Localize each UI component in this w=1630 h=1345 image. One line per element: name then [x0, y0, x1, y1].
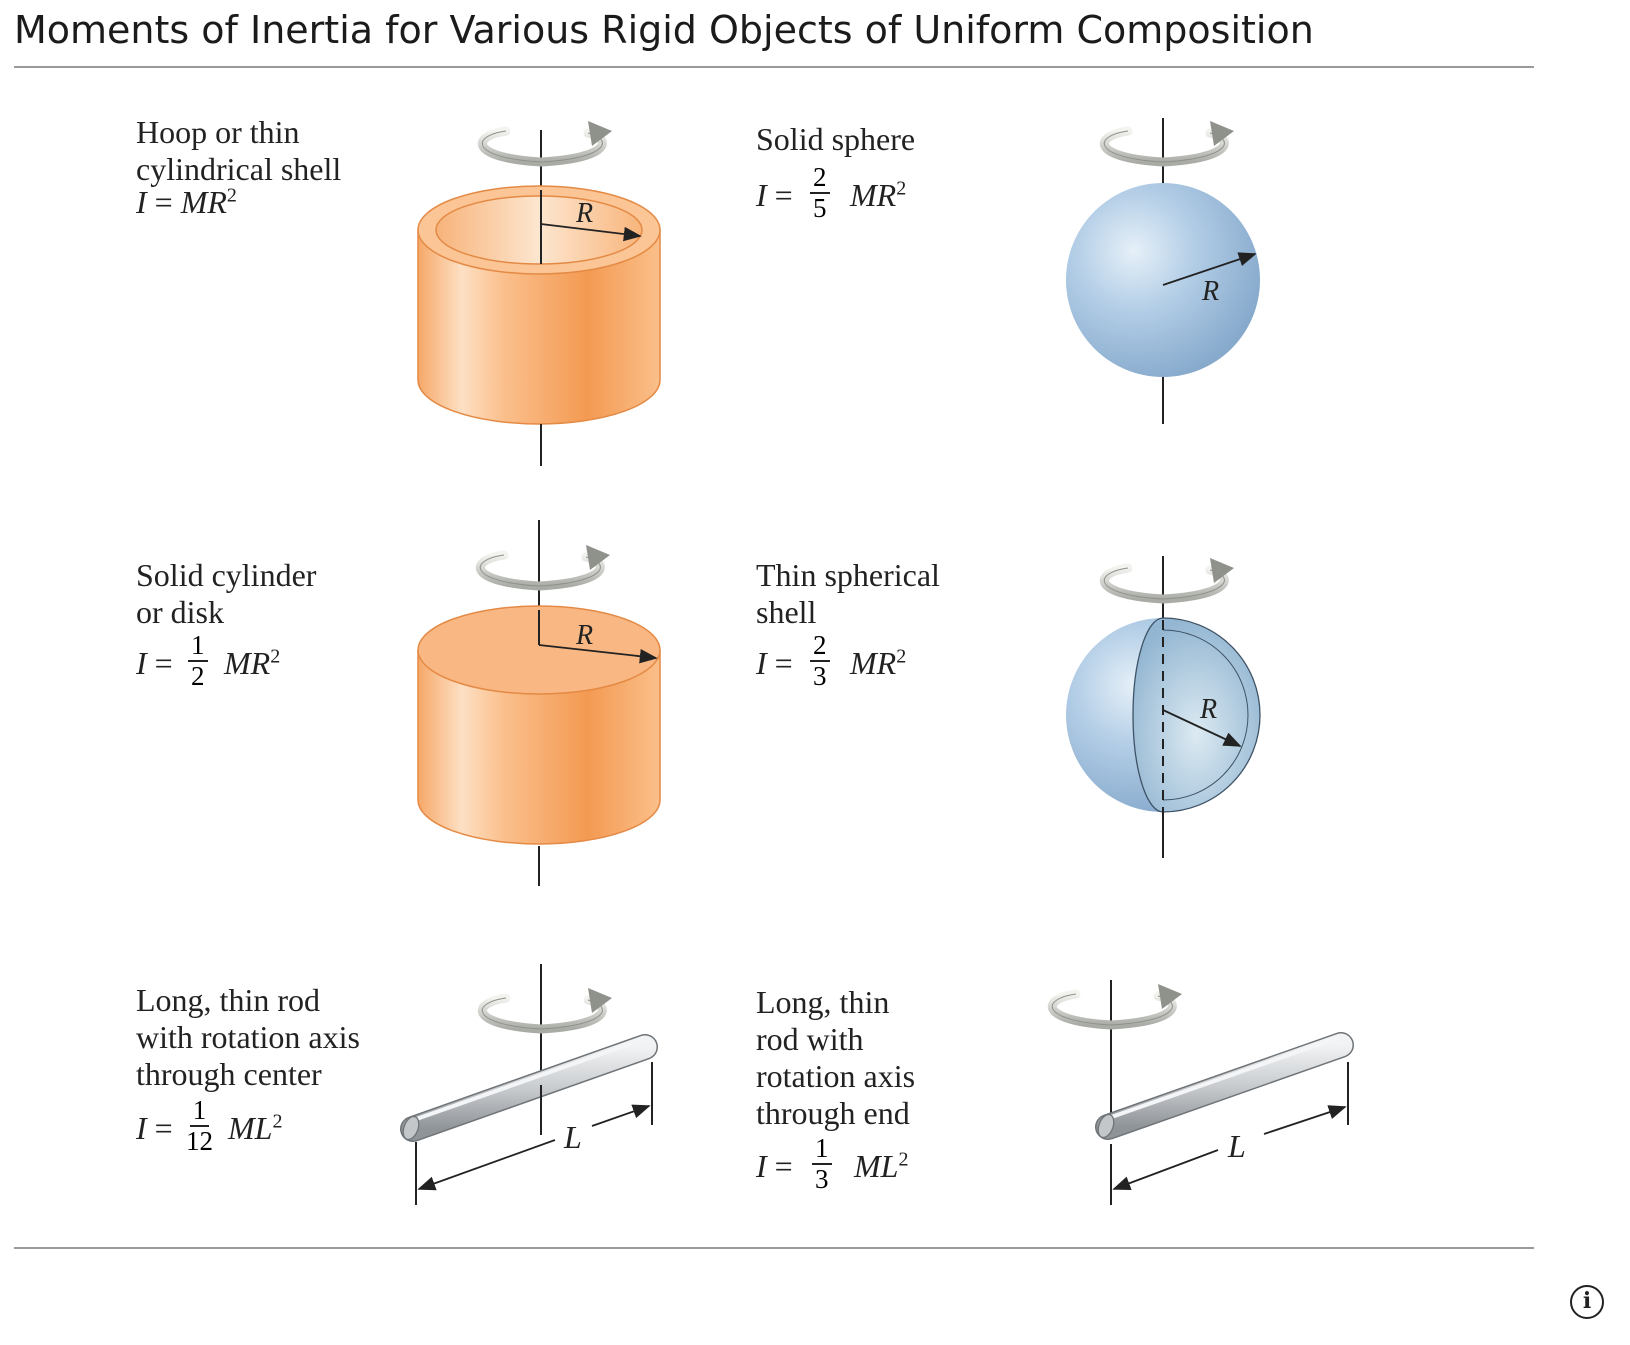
label-line: with rotation axis — [136, 1019, 360, 1055]
formula-rhs-solid-cylinder: MR2 — [224, 645, 281, 681]
dimension-label-rod-end: L — [1227, 1128, 1246, 1164]
label-rod-end: Long, thin rod with rotation axis throug… — [756, 984, 915, 1132]
label-line: rotation axis — [756, 1058, 916, 1094]
formula-rod-center: I = — [136, 1110, 173, 1146]
formula-rod-end: I = — [756, 1148, 793, 1184]
label-line: Long, thin rod — [136, 982, 320, 1018]
label-line: Solid sphere — [756, 121, 916, 157]
dimension-label-hoop: R — [575, 198, 593, 229]
solid-cylinder-figure: R — [417, 520, 661, 886]
rotation-arrow-icon — [475, 545, 610, 591]
label-line: Thin spherical — [756, 557, 940, 593]
formula-rhs-rod-center: ML2 — [228, 1110, 283, 1146]
label-solid-sphere: Solid sphere — [756, 121, 915, 158]
formula-thin-spherical-shell: I = — [756, 645, 793, 681]
top-rule — [14, 66, 1534, 68]
label-rod-center: Long, thin rod with rotation axis throug… — [136, 982, 360, 1093]
rotation-arrow-icon — [477, 121, 612, 167]
label-thin-spherical-shell: Thin spherical shell — [756, 557, 940, 631]
formula-solid-cylinder: I = — [136, 645, 173, 681]
formula-rhs-solid-sphere: MR2 — [850, 177, 907, 213]
rotation-arrow-icon — [1099, 558, 1234, 604]
label-line: Hoop or thin — [136, 114, 300, 150]
label-line: through center — [136, 1056, 322, 1092]
rotation-arrow-icon — [477, 988, 612, 1034]
formula-solid-sphere: I = — [756, 177, 793, 213]
info-icon[interactable]: i — [1570, 1285, 1604, 1319]
label-solid-cylinder: Solid cylinder or disk — [136, 557, 316, 631]
label-line: rod with — [756, 1021, 864, 1057]
rotation-arrow-icon — [1047, 984, 1182, 1030]
label-line: or disk — [136, 594, 224, 630]
rod-end-figure: L — [1047, 980, 1354, 1205]
dimension-label-rod-center: L — [563, 1119, 582, 1155]
dimension-label-solid-sphere: R — [1201, 276, 1219, 307]
label-line: through end — [756, 1095, 910, 1131]
formula-rhs-thin-spherical-shell: MR2 — [850, 645, 907, 681]
label-line: shell — [756, 594, 817, 630]
rod-center-figure: L — [400, 964, 658, 1205]
thin-spherical-shell-figure: R — [1066, 556, 1261, 858]
dimension-label-solid-cylinder: R — [575, 620, 593, 651]
label-line: Solid cylinder — [136, 557, 317, 593]
rotation-arrow-icon — [1099, 121, 1234, 167]
solid-sphere-figure: R — [1066, 118, 1260, 424]
bottom-rule — [14, 1247, 1534, 1249]
formula-rhs-rod-end: ML2 — [854, 1148, 909, 1184]
page-title: Moments of Inertia for Various Rigid Obj… — [14, 8, 1314, 52]
dimension-label-thin-spherical-shell: R — [1199, 694, 1217, 725]
formula-hoop: I = MR2 — [136, 184, 237, 220]
label-line: cylindrical shell — [136, 151, 342, 187]
hoop-figure: R — [417, 121, 661, 466]
label-line: Long, thin — [756, 984, 890, 1020]
label-hoop: Hoop or thin cylindrical shell — [136, 114, 341, 188]
